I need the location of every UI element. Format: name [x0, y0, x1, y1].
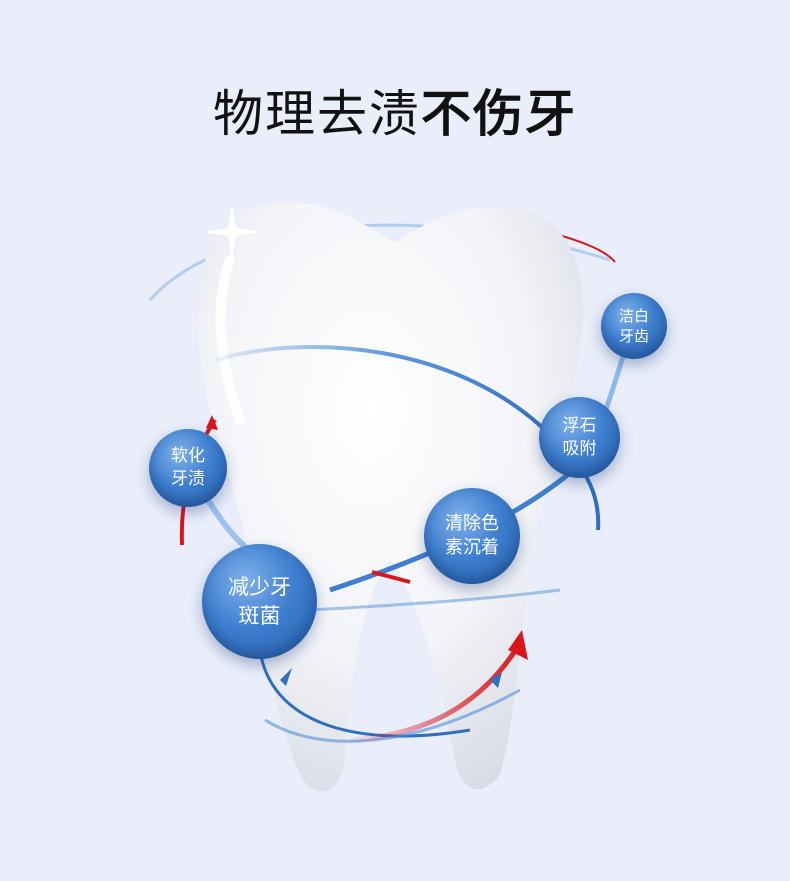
bubble-whiten-line1: 洁白: [618, 306, 649, 325]
bubble-plaque-line2: 斑菌: [238, 603, 281, 628]
bubble-tartar-line2: 吸附: [562, 438, 597, 459]
title-light: 物理去渍: [213, 85, 421, 143]
bubble-whiten-line2: 牙齿: [618, 327, 649, 345]
tooth-shape: [196, 202, 583, 792]
title-bold: 不伤牙: [421, 85, 577, 143]
bubble-soften-line2: 牙渍: [171, 469, 205, 489]
page-title: 物理去渍不伤牙: [0, 74, 790, 146]
bubble-plaque: 减少牙 斑菌: [202, 544, 317, 659]
bubble-tartar-line1: 浮石: [562, 415, 597, 436]
sparkle-icon: [204, 204, 260, 260]
bubble-plaque-line1: 减少牙: [228, 575, 291, 600]
bubble-soften: 软化 牙渍: [149, 429, 227, 507]
bubble-whiten: 洁白 牙齿: [601, 293, 667, 359]
bubble-stain: 清除色 素沉着: [424, 488, 520, 584]
bubble-stain-line2: 素沉着: [445, 537, 499, 558]
bubble-soften-line1: 软化: [171, 446, 205, 467]
bubble-tartar: 浮石 吸附: [539, 397, 620, 478]
bubble-stain-line1: 清除色: [445, 512, 499, 534]
